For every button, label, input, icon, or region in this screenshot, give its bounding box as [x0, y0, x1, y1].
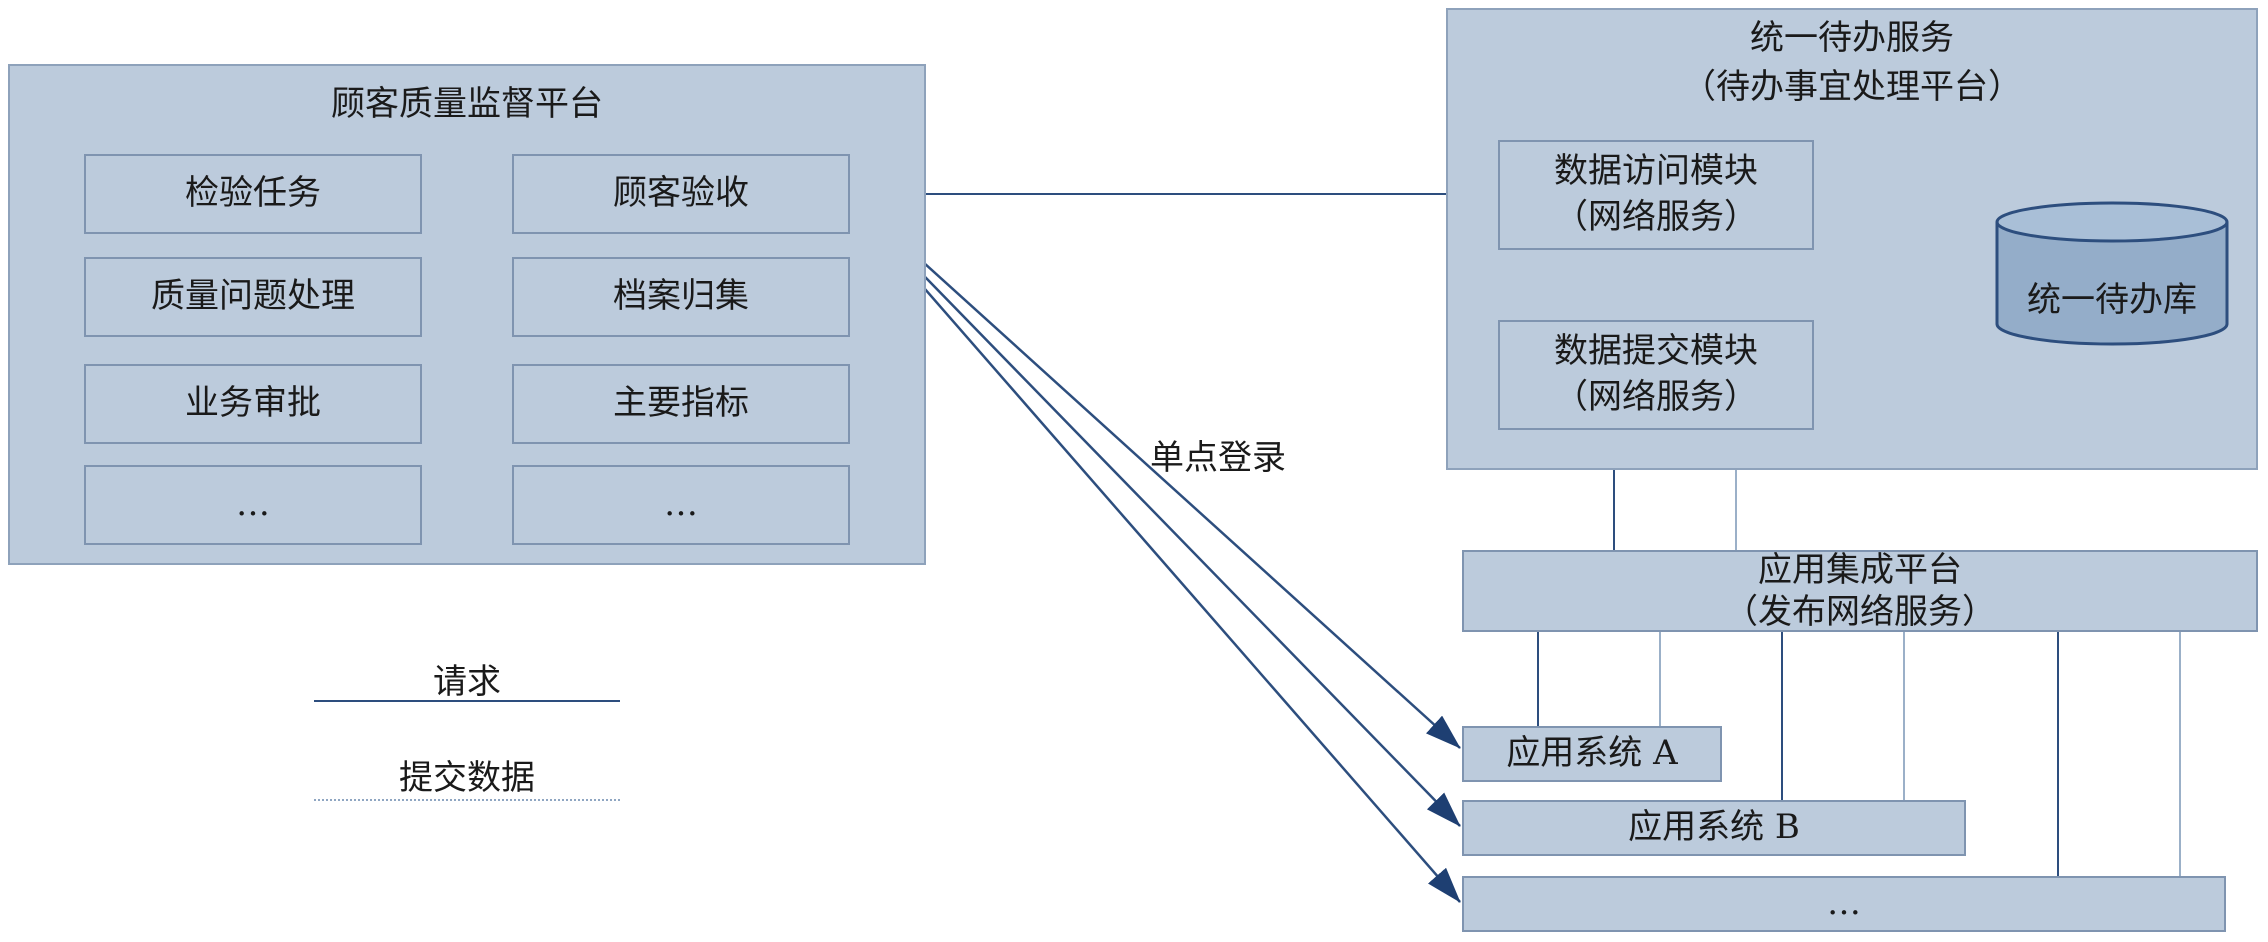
integration-platform-label: 应用集成平台 — [1758, 549, 1962, 590]
legend-submit-label: 提交数据 — [399, 758, 535, 798]
data-access-module-label: 数据访问模块 — [1554, 151, 1758, 192]
unified-todo-database-label: 统一待办库 — [2027, 280, 2197, 320]
application-integration-platform[interactable]: 应用集成平台 （发布网络服务） — [1462, 550, 2258, 632]
app-system-more[interactable]: … — [1462, 876, 2226, 932]
module-customer-acceptance[interactable]: 顾客验收 — [512, 154, 850, 234]
module-more-right[interactable]: … — [512, 465, 850, 545]
data-submit-module[interactable]: 数据提交模块 （网络服务） — [1498, 320, 1814, 430]
module-quality-issue[interactable]: 质量问题处理 — [84, 257, 422, 337]
sso-arrow-app-c — [855, 209, 1461, 903]
sso-label: 单点登录 — [1150, 438, 1286, 478]
todo-service-title-line1: 统一待办服务 — [1750, 18, 1954, 58]
data-access-module-sublabel: （网络服务） — [1554, 197, 1758, 237]
app-system-a[interactable]: 应用系统 A — [1462, 726, 1722, 782]
todo-service-title: 统一待办服务 （待办事宜处理平台） — [1446, 14, 2258, 113]
module-business-approval[interactable]: 业务审批 — [84, 364, 422, 444]
data-submit-module-label: 数据提交模块 — [1554, 331, 1758, 372]
data-submit-module-sublabel: （网络服务） — [1554, 377, 1758, 417]
module-more-left[interactable]: … — [84, 465, 422, 545]
customer-platform-title: 顾客质量监督平台 — [331, 84, 603, 124]
todo-service-title-line2: （待办事宜处理平台） — [1682, 67, 2022, 108]
module-archive[interactable]: 档案归集 — [512, 257, 850, 337]
legend-request-label: 请求 — [433, 662, 501, 702]
integration-platform-sublabel: （发布网络服务） — [1724, 592, 1996, 632]
module-key-indicators[interactable]: 主要指标 — [512, 364, 850, 444]
sso-arrow-app-b — [853, 203, 1461, 827]
unified-todo-database-icon — [1995, 201, 2229, 346]
app-system-b[interactable]: 应用系统 B — [1462, 800, 1966, 856]
data-access-module[interactable]: 数据访问模块 （网络服务） — [1498, 140, 1814, 250]
module-inspection-task[interactable]: 检验任务 — [84, 154, 422, 234]
